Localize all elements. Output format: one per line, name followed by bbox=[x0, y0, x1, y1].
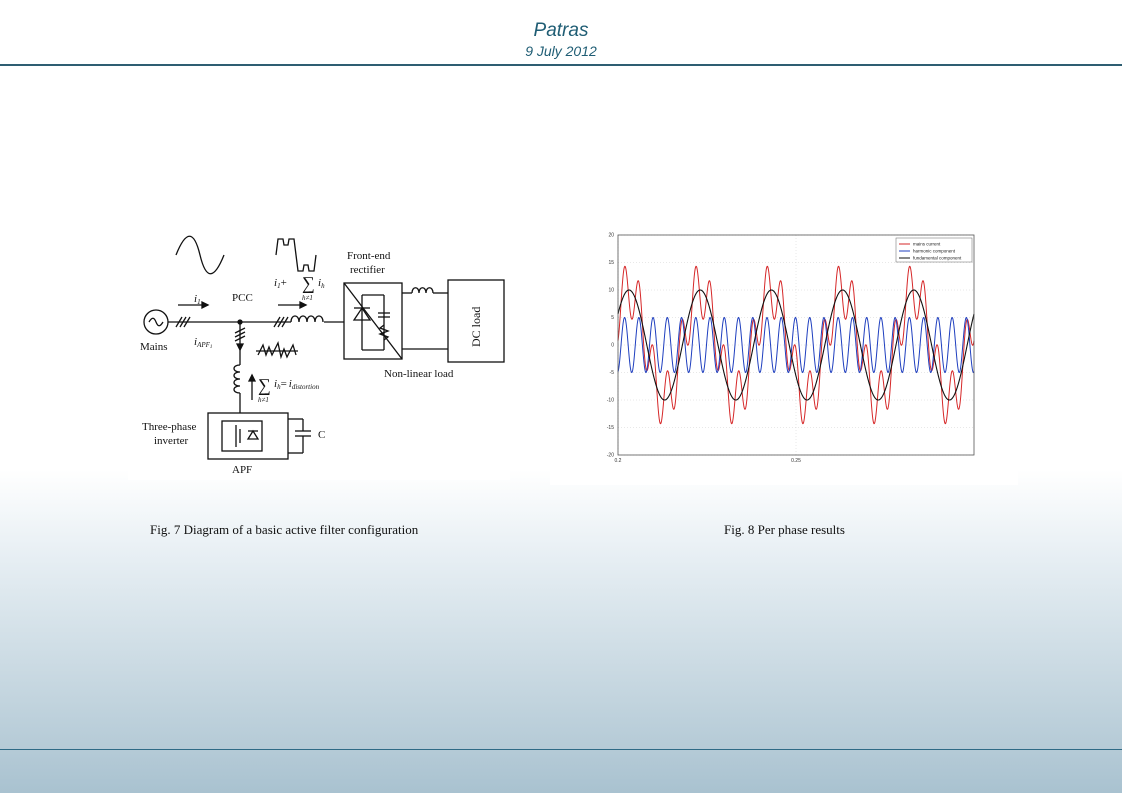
series-line-3 bbox=[617, 289, 975, 401]
plot-frame bbox=[617, 234, 975, 456]
slide-header: Patras 9 July 2012 bbox=[0, 0, 1122, 66]
y-axis-ticks: 20 15 10 5 0 -5 -10 -15 -20 bbox=[607, 233, 614, 459]
per-phase-chart: 20 15 10 5 0 -5 -10 -15 -20 0.2 0.25 mains curren… bbox=[607, 233, 975, 464]
label-iapf: iAPF1 bbox=[194, 336, 212, 350]
sigma-symbol-1: ∑ bbox=[302, 273, 315, 293]
label-h-ne-1-top: h≠1 bbox=[302, 294, 313, 302]
y-tick-label: 20 bbox=[608, 233, 614, 239]
figure-8-caption: Fig. 8 Per phase results bbox=[724, 522, 845, 537]
sigma-symbol-2: ∑ bbox=[258, 375, 271, 395]
label-i1: i1 bbox=[194, 293, 201, 306]
harmonic-waveform-icon bbox=[257, 341, 297, 360]
line-inductor-icon bbox=[290, 315, 324, 323]
active-filter-circuit: i1 PCC Front-end rectifier Mains DC load… bbox=[140, 235, 505, 476]
series-line-2 bbox=[617, 316, 975, 374]
apf-inverter-box bbox=[207, 412, 289, 460]
footer-divider bbox=[0, 749, 1122, 750]
label-inverter: inverter bbox=[154, 435, 189, 447]
legend-label: fundamental component bbox=[913, 256, 962, 261]
label-i1-plus-sum: i1+ bbox=[274, 277, 287, 290]
y-tick-label: 10 bbox=[608, 288, 614, 294]
legend-label: mains current bbox=[913, 242, 941, 247]
x-axis-ticks: 0.2 0.25 bbox=[615, 458, 802, 464]
figure-7-diagram: i1 PCC Front-end rectifier Mains DC load… bbox=[128, 225, 510, 480]
label-ih-top: ih bbox=[318, 277, 325, 290]
rectifier-box bbox=[343, 282, 403, 360]
x-tick-label: 0.25 bbox=[791, 458, 801, 464]
y-tick-label: -5 bbox=[610, 370, 615, 376]
label-rectifier: rectifier bbox=[350, 264, 385, 276]
label-ih-distortion: ih=idistortion bbox=[274, 378, 320, 391]
y-tick-label: 5 bbox=[611, 315, 614, 321]
label-pcc: PCC bbox=[232, 292, 253, 304]
chart-grid bbox=[617, 234, 974, 456]
header-divider bbox=[0, 64, 1122, 66]
label-apf: APF bbox=[232, 464, 252, 476]
label-dc-load: DC load bbox=[469, 307, 483, 347]
series-line-1 bbox=[617, 265, 975, 425]
y-tick-label: -20 bbox=[607, 453, 614, 459]
label-capacitor: C bbox=[318, 429, 325, 441]
y-tick-label: 15 bbox=[608, 260, 614, 266]
sine-waveform-icon bbox=[175, 235, 225, 275]
label-h-ne-1-bottom: h≠1 bbox=[258, 396, 269, 404]
label-nonlinear-load: Non-linear load bbox=[384, 368, 454, 380]
y-tick-label: 0 bbox=[611, 343, 614, 349]
label-front-end: Front-end bbox=[347, 250, 391, 262]
distorted-waveform-icon bbox=[275, 238, 317, 272]
chart-series bbox=[617, 265, 975, 425]
legend-label: harmonic component bbox=[913, 249, 956, 254]
label-mains: Mains bbox=[140, 341, 168, 353]
chart-legend: mains current harmonic component fundament… bbox=[895, 237, 973, 263]
label-three-phase: Three-phase bbox=[142, 421, 196, 433]
y-tick-label: -15 bbox=[607, 425, 614, 431]
figure-8-chart: 20 15 10 5 0 -5 -10 -15 -20 0.2 0.25 mains curren… bbox=[550, 225, 1018, 485]
figure-7-caption: Fig. 7 Diagram of a basic active filter … bbox=[150, 522, 419, 537]
slide-date: 9 July 2012 bbox=[525, 43, 597, 59]
y-tick-label: -10 bbox=[607, 398, 614, 404]
apf-inductor-icon bbox=[233, 364, 241, 394]
dc-load-box bbox=[447, 279, 505, 363]
x-tick-label: 0.2 bbox=[615, 458, 622, 464]
slide-title: Patras bbox=[533, 20, 589, 41]
